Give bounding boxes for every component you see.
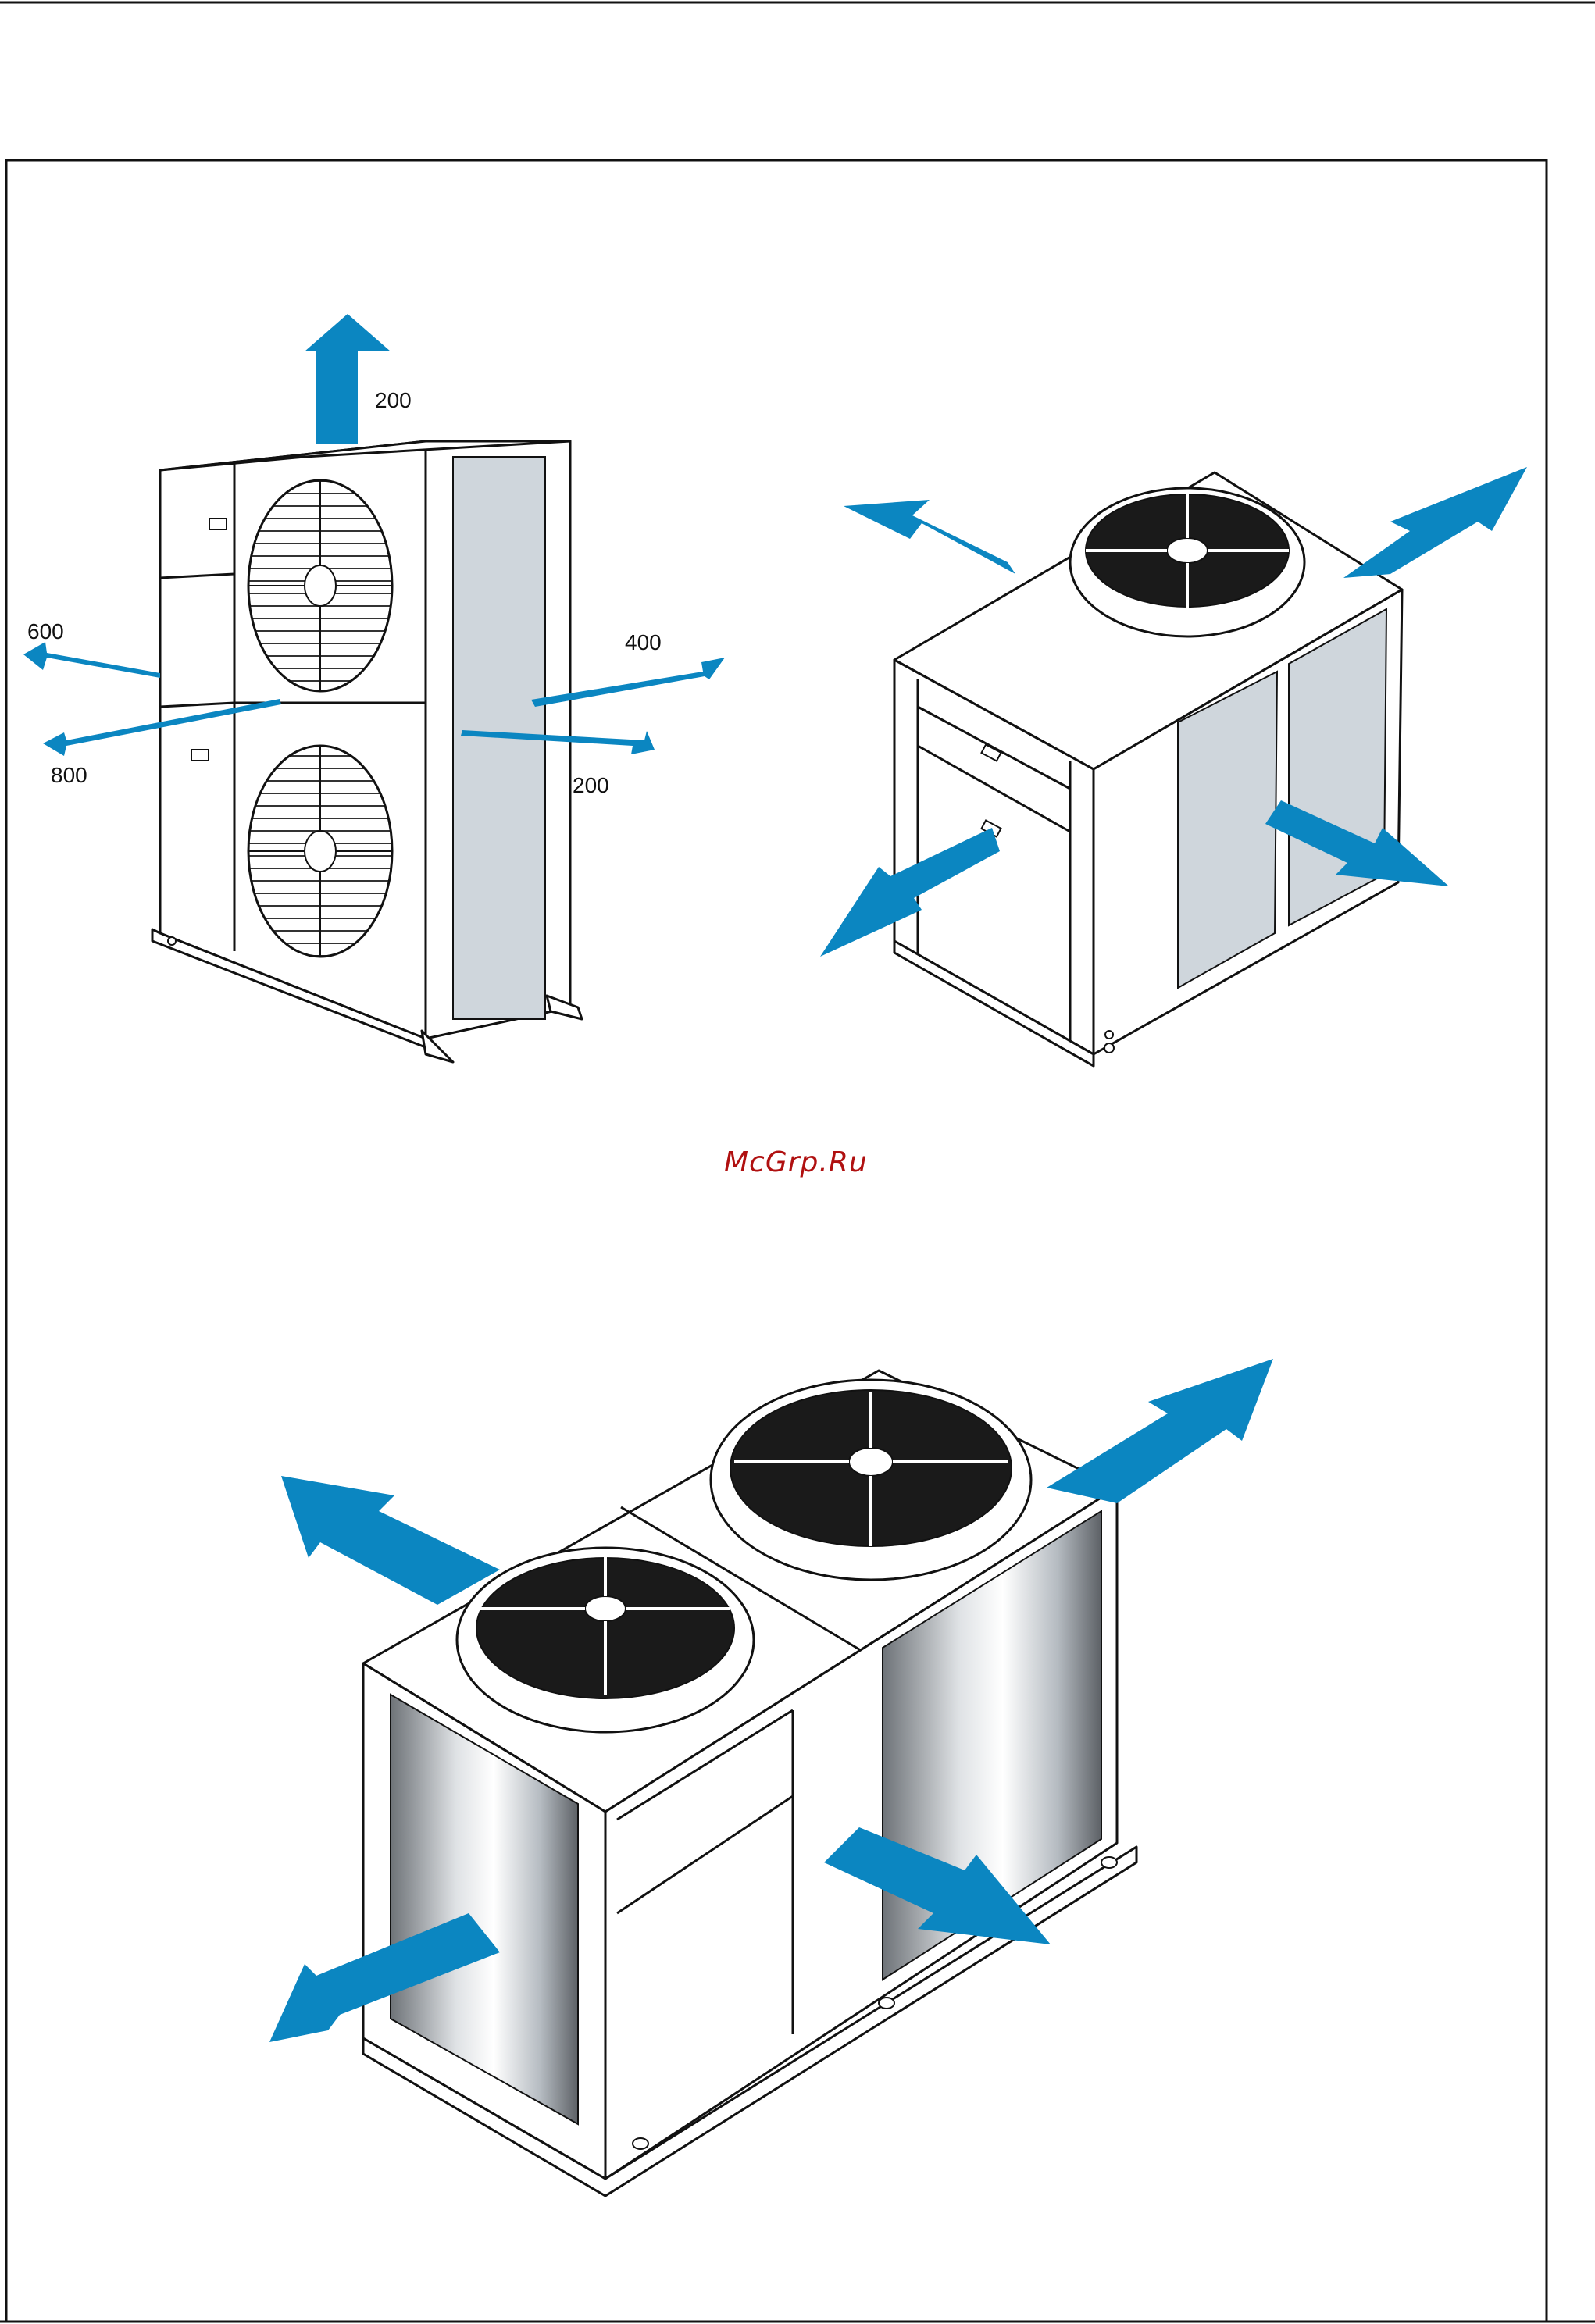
clearance-right-upper-label: 400 xyxy=(625,630,662,654)
clearance-right-lower-label: 200 xyxy=(573,773,609,797)
airflow-arrow-icon xyxy=(23,642,160,678)
fan-grille-icon xyxy=(457,1548,754,1732)
fan-grille-icon xyxy=(711,1380,1031,1580)
fan-grille-icon xyxy=(248,480,392,691)
watermark-text: McGrp.Ru xyxy=(724,1146,868,1178)
clearance-top-label: 200 xyxy=(375,388,412,412)
fan-grille-icon xyxy=(1070,488,1304,636)
unit-vertical-two-fan xyxy=(152,441,582,1062)
clearance-left-upper-label: 600 xyxy=(27,619,64,643)
unit-single-top-fan xyxy=(894,472,1402,1066)
nameplate-icon xyxy=(191,750,209,761)
airflow-arrow-icon xyxy=(281,1476,500,1605)
nameplate-icon xyxy=(209,519,227,529)
clearance-left-lower-label: 800 xyxy=(51,763,87,787)
airflow-arrow-icon xyxy=(1047,1359,1273,1503)
unit-dual-top-fan xyxy=(363,1371,1136,2196)
fan-grille-icon xyxy=(248,746,392,957)
airflow-arrow-icon xyxy=(305,314,391,444)
airflow-arrow-icon xyxy=(1343,467,1527,578)
airflow-arrow-icon xyxy=(844,500,1015,574)
